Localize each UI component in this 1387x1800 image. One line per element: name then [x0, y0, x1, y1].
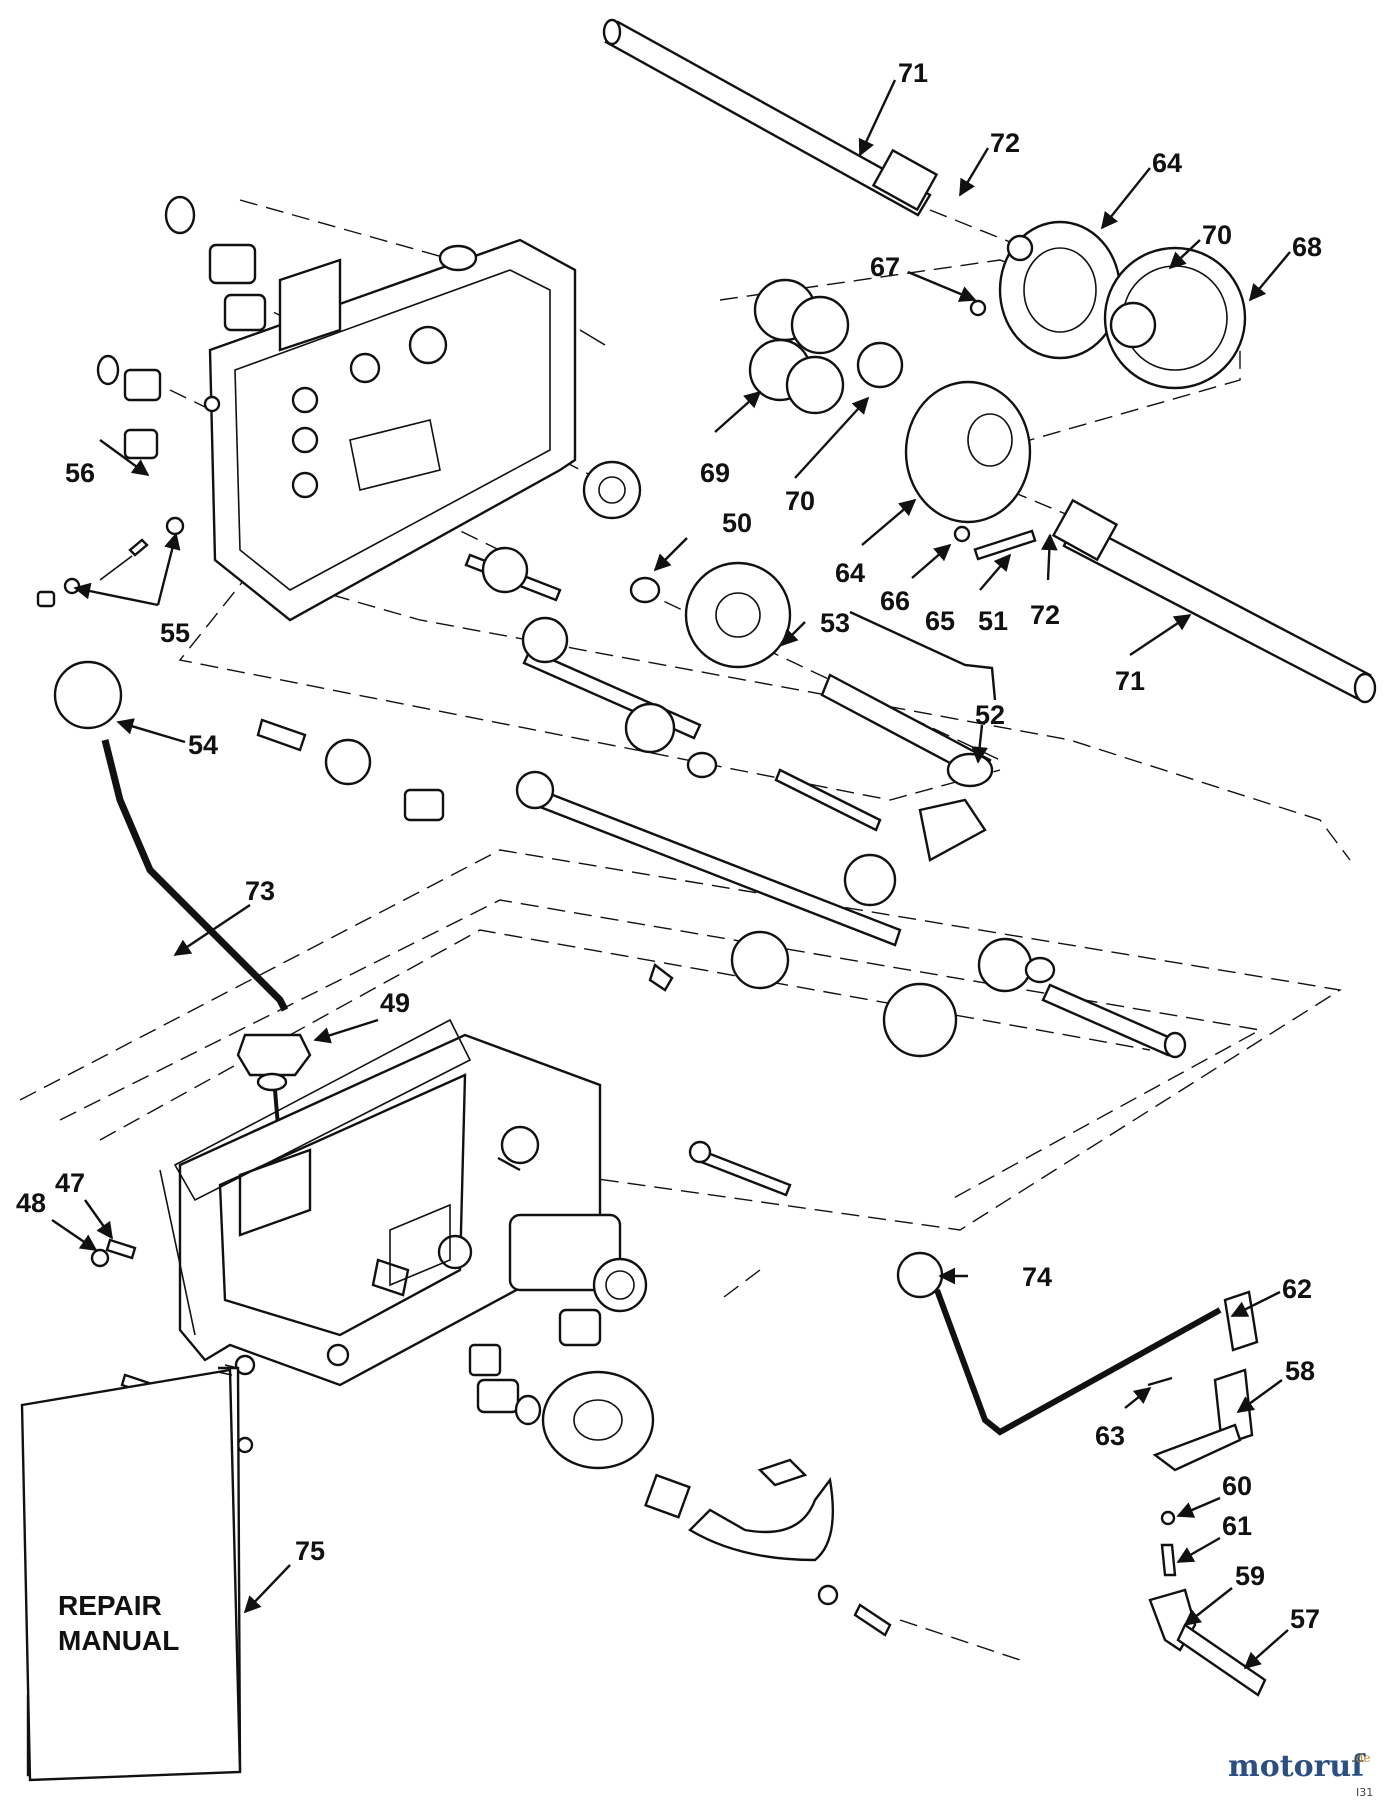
- callout-57: 57: [1290, 1604, 1320, 1634]
- range-shift-lever: [896, 1251, 1267, 1697]
- watermark-suffix: .de: [1352, 1751, 1371, 1765]
- callout-52: 52: [975, 700, 1005, 730]
- detent-spring-and-balls: [36, 516, 185, 608]
- callout-71-lower: 71: [1115, 666, 1145, 696]
- differential-assembly: [856, 220, 1247, 561]
- callout-49: 49: [380, 988, 410, 1018]
- callout-72-lower: 72: [1030, 600, 1060, 630]
- transmission-housing-upper: [208, 238, 577, 622]
- callout-75: 75: [295, 1536, 325, 1566]
- callout-68: 68: [1292, 232, 1322, 262]
- callout-73: 73: [245, 876, 275, 906]
- repair-manual-book: REPAIR MANUAL: [20, 1364, 242, 1782]
- housing-bearings-and-seals: [96, 195, 642, 520]
- callout-74: 74: [1022, 1262, 1052, 1292]
- callout-65: 65: [925, 606, 955, 636]
- callout-47: 47: [55, 1168, 85, 1198]
- callout-59: 59: [1235, 1561, 1265, 1591]
- motoruf-watermark: motoruf .de I31: [1228, 1749, 1373, 1799]
- gear-shift-lever: [53, 660, 312, 1151]
- pinion-gear-cluster: [748, 278, 850, 415]
- callout-62: 62: [1282, 1274, 1312, 1304]
- callout-63: 63: [1095, 1421, 1125, 1451]
- callout-53: 53: [820, 608, 850, 638]
- callout-66: 66: [880, 586, 910, 616]
- callout-67: 67: [870, 252, 900, 282]
- callout-70-lower: 70: [785, 486, 815, 516]
- callout-58: 58: [1285, 1356, 1315, 1386]
- callout-54: 54: [188, 730, 218, 760]
- brake-assembly: [476, 963, 892, 1637]
- axle-shaft-lower: [1051, 498, 1377, 704]
- repair-manual-title-line-2: MANUAL: [58, 1625, 179, 1656]
- cover-gasket: [159, 1018, 472, 1336]
- callout-71-upper: 71: [898, 58, 928, 88]
- callout-70-upper: 70: [1202, 220, 1232, 250]
- callout-72-upper: 72: [990, 128, 1020, 158]
- callout-64-upper: 64: [1152, 148, 1182, 178]
- callout-69: 69: [700, 458, 730, 488]
- callout-48: 48: [16, 1188, 46, 1218]
- leader-arrows: [51, 79, 1291, 1670]
- callout-55: 55: [160, 618, 190, 648]
- drive-gear-and-shafts: [256, 546, 1187, 1059]
- watermark-text: motoruf: [1228, 1749, 1366, 1784]
- callout-numbers: 71 72 64 70 68 67 69 70 50 64 66 65 72 5…: [16, 58, 1322, 1634]
- callout-60: 60: [1222, 1471, 1252, 1501]
- callout-50: 50: [722, 508, 752, 538]
- transmission-housing-lower: [178, 1033, 648, 1387]
- callout-64-lower: 64: [835, 558, 865, 588]
- corner-code: I31: [1356, 1786, 1373, 1799]
- repair-manual-title-line-1: REPAIR: [58, 1590, 162, 1621]
- callout-51: 51: [978, 606, 1008, 636]
- callout-56: 56: [65, 458, 95, 488]
- callout-61: 61: [1222, 1511, 1252, 1541]
- axle-shaft-upper: [602, 18, 939, 217]
